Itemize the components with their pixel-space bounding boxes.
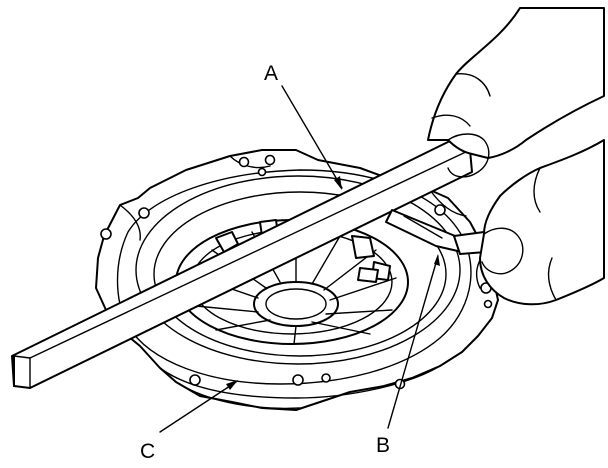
hand-upper — [427, 7, 605, 178]
callout-label-c: C — [140, 440, 155, 463]
callout-label-b: B — [376, 434, 390, 457]
bolt-holes — [100, 154, 493, 390]
callout-leaders — [159, 85, 440, 433]
callout-label-a: A — [264, 62, 278, 85]
hand-lower — [479, 139, 605, 306]
feeler-gauge — [385, 209, 487, 255]
pressure-plate-surface — [135, 175, 461, 365]
